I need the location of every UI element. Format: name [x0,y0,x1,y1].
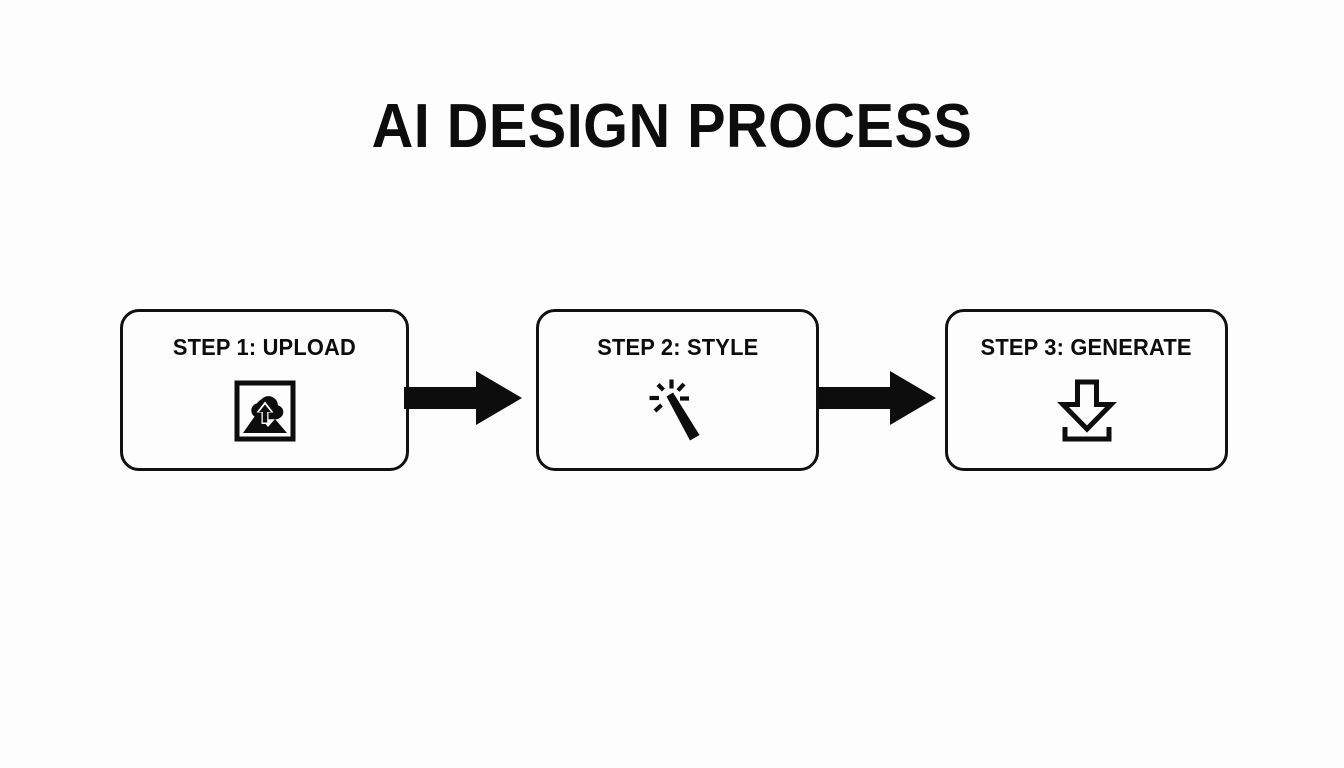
step-label-upload: STEP 1: UPLOAD [172,334,357,360]
step-box-generate[interactable]: STEP 3: GENERATE [945,309,1228,471]
arrow-right-icon-1 [404,371,522,425]
arrow-right-icon-2 [818,371,936,425]
image-upload-icon [229,375,301,447]
download-icon [1051,375,1123,447]
step-label-style: STEP 2: STYLE [596,334,759,360]
process-flow: STEP 1: UPLOAD [0,309,1344,471]
step-label-generate: STEP 3: GENERATE [980,334,1193,360]
page-title: AI DESIGN PROCESS [371,92,973,161]
magic-wand-icon [642,375,714,447]
step-box-upload[interactable]: STEP 1: UPLOAD [120,309,409,471]
step-box-style[interactable]: STEP 2: STYLE [536,309,819,471]
